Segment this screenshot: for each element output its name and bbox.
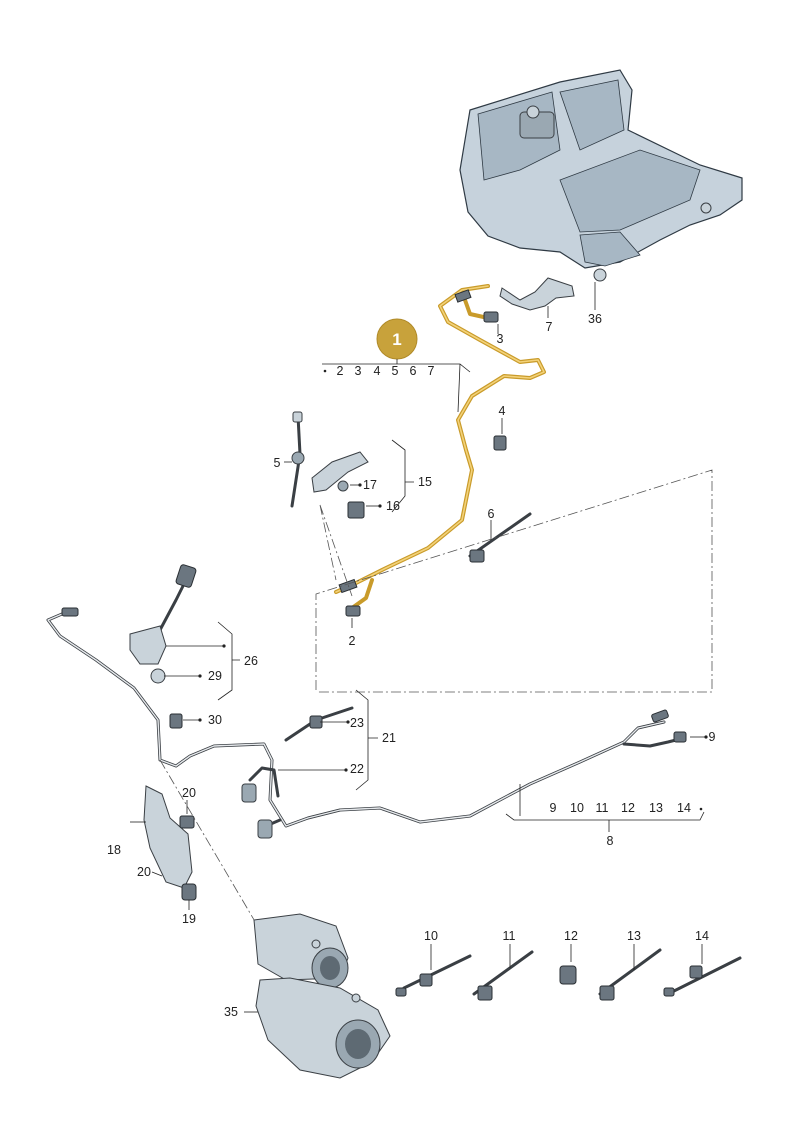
fuel-tank [459,69,743,310]
callout-9: 9 [709,730,716,744]
leader-arrowheads [198,483,708,772]
callout-20a: 20 [182,786,196,800]
cable-tie-13 [598,944,662,1001]
catalytic-converter [244,913,391,1079]
highlight-badge: 1 [376,318,418,360]
callout-7: 7 [546,320,553,334]
bracket-15 [311,439,414,519]
callout-labels: 2 3 4 5 6 7 9 10 11 12 13 14 15 16 17 18… [107,312,715,1019]
svg-text:11: 11 [596,801,609,815]
callout-15: 15 [418,475,432,489]
svg-text:1: 1 [392,330,401,349]
callout-6: 6 [488,507,495,521]
group-1-bracket: 2 3 4 5 6 7 [322,363,471,413]
callout-20b: 20 [137,865,151,879]
svg-text:5: 5 [392,364,399,378]
cable-tie-10 [395,944,472,997]
callout-10: 10 [424,929,438,943]
callout-17: 17 [363,478,377,492]
callout-35: 35 [224,1005,238,1019]
sensor-5 [284,411,305,508]
callout-18: 18 [107,843,121,857]
callout-23: 23 [350,716,364,730]
sensor-26 [129,564,240,729]
callout-16: 16 [386,499,400,513]
svg-text:7: 7 [428,364,435,378]
svg-text:8: 8 [607,834,614,848]
svg-text:14: 14 [677,801,691,815]
svg-text:4: 4 [374,364,381,378]
callout-36: 36 [588,312,602,326]
callout-4: 4 [499,404,506,418]
callout-11: 11 [503,929,516,943]
bracket-7 [499,277,575,318]
svg-text:6: 6 [410,364,417,378]
svg-text:10: 10 [570,801,584,815]
cable-tie-11 [472,944,534,1001]
callout-26: 26 [244,654,258,668]
callout-22: 22 [350,762,364,776]
callout-5: 5 [274,456,281,470]
clip-12 [559,944,577,985]
callout-2: 2 [349,634,356,648]
callout-21: 21 [382,731,396,745]
clip-4 [493,418,507,451]
bracket-18 [130,785,197,910]
svg-text:13: 13 [649,801,663,815]
cable-assembly-8 [46,607,706,828]
svg-text:9: 9 [550,801,557,815]
callout-19: 19 [182,912,196,926]
callout-13: 13 [627,929,641,943]
callout-3: 3 [497,332,504,346]
sensor-group-21 [241,689,378,839]
cable-tie-6 [468,512,532,563]
cable-tie-14 [663,944,742,997]
svg-text:3: 3 [355,364,362,378]
svg-text:12: 12 [621,801,635,815]
callout-29: 29 [208,669,222,683]
callout-12: 12 [564,929,578,943]
group-8-bracket: 9 10 11 12 13 14 8 [505,801,705,848]
wiring-harness-highlighted [334,284,546,628]
svg-text:2: 2 [337,364,344,378]
callout-30: 30 [208,713,222,727]
callout-14: 14 [695,929,709,943]
